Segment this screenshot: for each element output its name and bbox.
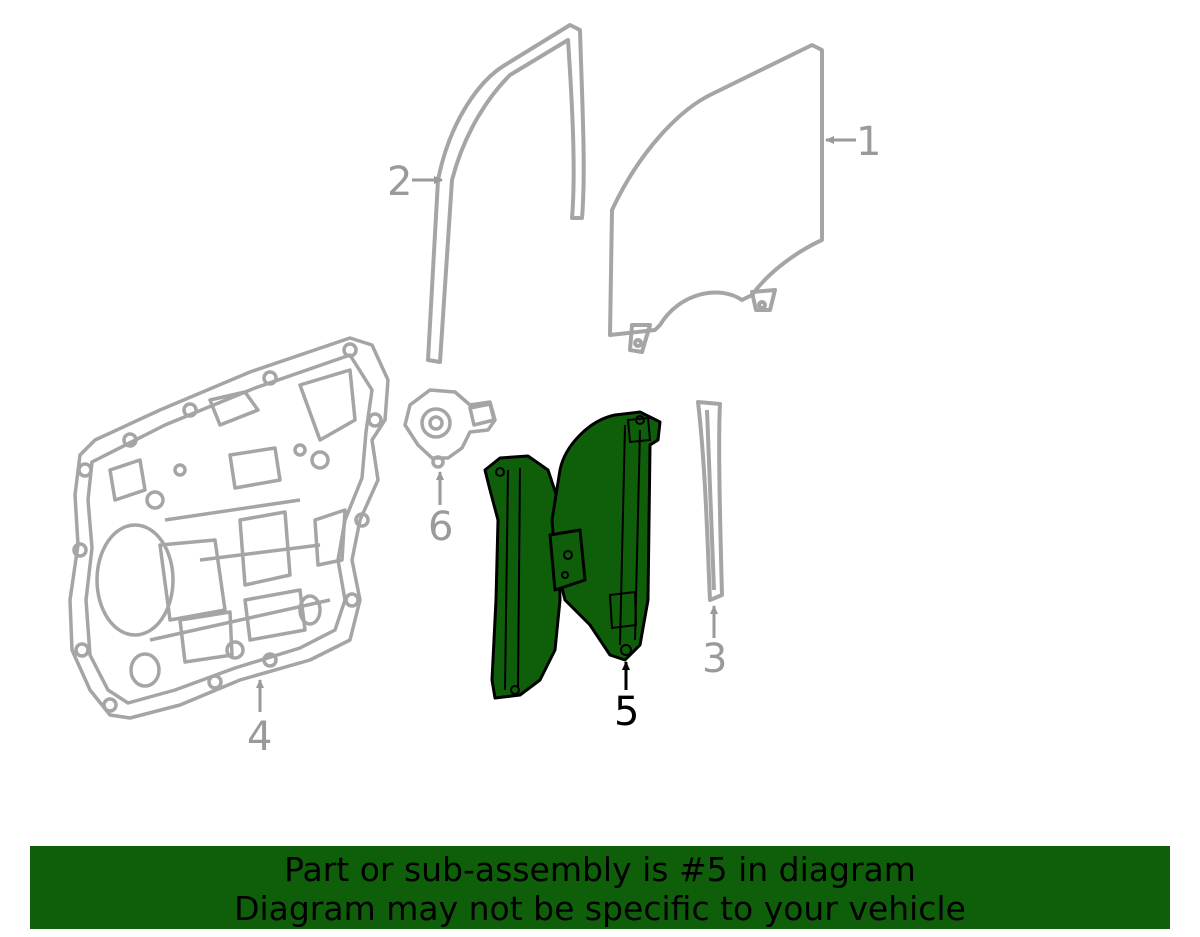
callout-4: 4 <box>247 714 272 760</box>
callout-2: 2 <box>387 159 412 205</box>
callout-6: 6 <box>428 504 453 550</box>
part-4-door-carrier-panel <box>68 336 390 720</box>
callout-3: 3 <box>702 636 727 682</box>
banner-line-1: Part or sub-assembly is #5 in diagram <box>284 850 916 889</box>
info-banner: Part or sub-assembly is #5 in diagram Di… <box>30 846 1170 929</box>
part-2-glass-run-channel <box>426 23 586 364</box>
callout-5: 5 <box>614 689 639 735</box>
part-5-regulator-details <box>495 415 652 695</box>
part-6-window-motor <box>403 388 497 469</box>
callout-1: 1 <box>856 119 881 165</box>
banner-line-2: Diagram may not be specific to your vehi… <box>234 889 966 928</box>
part-5-window-regulator <box>483 410 662 700</box>
part-1-door-glass <box>608 43 824 354</box>
parts-diagram: 1 2 3 4 <box>68 23 881 760</box>
part-3-rear-channel <box>696 400 724 602</box>
